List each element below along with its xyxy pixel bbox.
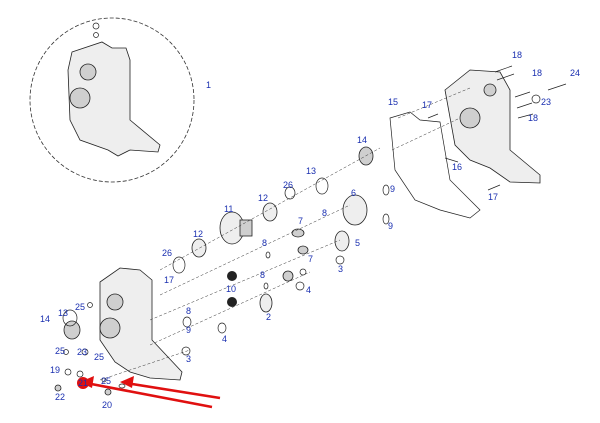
callout-14: 14	[40, 314, 50, 324]
snap-ring-13-lower	[62, 309, 78, 327]
callout-6: 6	[351, 188, 356, 198]
callout-18: 18	[512, 50, 522, 60]
callout-22: 22	[55, 392, 65, 402]
callout-24: 24	[570, 68, 580, 78]
callout-8: 8	[186, 306, 191, 316]
callout-23: 23	[77, 347, 87, 357]
callout-7: 7	[298, 216, 303, 226]
detail-washer	[93, 32, 99, 38]
gear-6	[342, 194, 368, 226]
callout-9: 9	[388, 221, 393, 231]
callout-23: 23	[541, 97, 551, 107]
gear-train	[172, 146, 390, 356]
snap-ring-26	[172, 256, 186, 274]
callout-9: 9	[186, 325, 191, 335]
callout-12: 12	[258, 193, 268, 203]
callout-16: 16	[452, 162, 462, 172]
gasket	[389, 111, 481, 219]
callout-4: 4	[222, 334, 227, 344]
gear-5	[334, 230, 350, 252]
callout-5: 5	[355, 238, 360, 248]
callout-10: 10	[226, 284, 236, 294]
callout-11: 11	[224, 204, 233, 214]
seal-14-lower	[63, 320, 81, 340]
front-cover-housing	[54, 267, 183, 396]
callout-13: 13	[306, 166, 316, 176]
callout-13: 13	[58, 308, 68, 318]
callout-4: 4	[306, 285, 311, 295]
detail-view	[29, 17, 195, 183]
callout-25: 25	[55, 346, 65, 356]
bearing-10-lower	[227, 297, 237, 307]
detail-circle	[29, 17, 195, 183]
bearing-12-lower	[191, 238, 207, 258]
callout-25: 25	[94, 352, 104, 362]
bearing-10-upper	[227, 271, 237, 281]
gear-2	[259, 293, 273, 313]
highlight-badge-21	[77, 377, 89, 389]
callout-12: 12	[193, 229, 203, 239]
callout-3: 3	[338, 264, 343, 274]
snap-ring-13-upper	[315, 177, 329, 195]
callout-17: 17	[422, 100, 432, 110]
callout-18: 18	[532, 68, 542, 78]
callout-17: 17	[488, 192, 498, 202]
highlight-arrow-1	[85, 381, 213, 409]
callout-8: 8	[262, 238, 267, 248]
detail-bore-lower	[69, 87, 91, 109]
callout-17: 17	[164, 275, 174, 285]
highlight-arrow-2	[125, 381, 221, 400]
callout-20: 20	[102, 400, 112, 410]
rear-plate-bore-small	[483, 83, 497, 97]
rear-plate-bore	[459, 107, 481, 129]
callout-19: 19	[50, 365, 60, 375]
callout-3: 3	[186, 354, 191, 364]
callout-25: 25	[75, 302, 85, 312]
gasket-plate-assembly	[389, 65, 567, 219]
callout-2: 2	[266, 312, 271, 322]
bearing-12-upper	[262, 202, 278, 222]
callout-25: 25	[101, 376, 111, 386]
callout-26: 26	[283, 180, 293, 190]
callout-21: 21	[78, 378, 88, 388]
callout-9: 9	[390, 184, 395, 194]
leader-lines	[99, 87, 471, 381]
callout-7: 7	[308, 254, 313, 264]
callout-14: 14	[357, 135, 367, 145]
callout-8: 8	[260, 270, 265, 280]
callout-15: 15	[388, 97, 398, 107]
callout-labels: 1233445677888899910111212131314141516171…	[40, 50, 580, 410]
callout-26: 26	[162, 248, 172, 258]
callout-1: 1	[206, 80, 211, 90]
detail-bore-upper	[79, 63, 97, 81]
callout-8: 8	[322, 208, 327, 218]
highlight-arrows	[77, 376, 221, 409]
callout-18: 18	[528, 113, 538, 123]
detail-nut	[92, 22, 100, 30]
